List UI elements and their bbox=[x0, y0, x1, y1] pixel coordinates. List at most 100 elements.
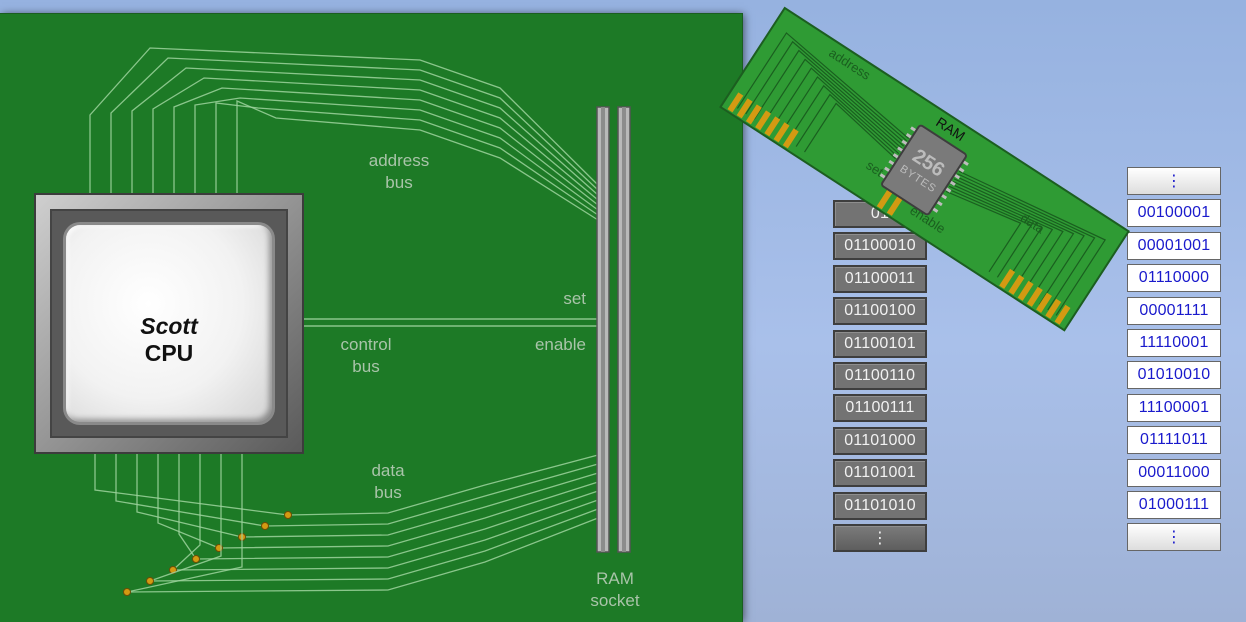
ram-data-contact bbox=[999, 268, 1016, 289]
data-bus-trace bbox=[195, 490, 599, 560]
data-bus-trace bbox=[264, 463, 599, 527]
ram-data-trace bbox=[953, 178, 1075, 300]
data-bus-pin bbox=[261, 522, 269, 530]
address-ellipsis: ⋮ bbox=[833, 523, 927, 552]
data-bus-trace bbox=[172, 499, 599, 571]
address-column: 01 01100010 01100011 01100100 01100101 0… bbox=[833, 200, 927, 556]
ram-socket-left-groove bbox=[601, 107, 605, 552]
enable-line-label: enable bbox=[534, 335, 586, 354]
ram-data-contact bbox=[1026, 286, 1043, 307]
ram-data-contact bbox=[1017, 280, 1034, 301]
address-cell: 01100100 bbox=[833, 297, 927, 326]
data-bus-pin bbox=[192, 555, 200, 563]
cpu-frame: Scott CPU bbox=[50, 209, 288, 438]
cpu-brand: Scott bbox=[140, 313, 198, 339]
cpu-chip: Scott CPU bbox=[36, 195, 302, 452]
ram-data-trace bbox=[958, 170, 1107, 316]
address-cell: 01101001 bbox=[833, 459, 927, 488]
address-cell: 01100110 bbox=[833, 361, 927, 390]
address-bus-trace bbox=[236, 100, 599, 221]
data-cell: 01111011 bbox=[1127, 426, 1221, 455]
ram-data-contact bbox=[1036, 292, 1052, 313]
ram-address-contact bbox=[727, 92, 744, 113]
cpu-model: CPU bbox=[144, 340, 194, 366]
address-cell: 01101010 bbox=[833, 491, 927, 520]
data-bus-trace bbox=[115, 452, 266, 527]
ram-data-trace bbox=[950, 183, 1054, 289]
ram-data-trace bbox=[952, 180, 1064, 294]
ram-address-contact bbox=[764, 116, 781, 137]
ram-address-contact bbox=[745, 104, 762, 125]
data-cell: 00001001 bbox=[1127, 231, 1221, 260]
address-bus-trace bbox=[110, 57, 599, 195]
address-bus-trace bbox=[89, 47, 599, 195]
set-line-label: set bbox=[563, 289, 586, 308]
ram-address-trace bbox=[795, 93, 898, 157]
data-bus-trace bbox=[178, 452, 197, 560]
data-bus-trace bbox=[287, 454, 599, 516]
ram-address-contact bbox=[755, 110, 772, 131]
ram-data-trace bbox=[948, 185, 1043, 284]
data-cell: 01000111 bbox=[1127, 490, 1221, 519]
ram-data-trace bbox=[945, 190, 1022, 273]
address-cell: 01100010 bbox=[833, 232, 927, 261]
ram-address-contact bbox=[773, 122, 790, 143]
data-cell: 01010010 bbox=[1127, 361, 1221, 390]
data-bus-pin bbox=[123, 588, 131, 596]
ram-address-contact bbox=[782, 128, 799, 149]
cpu-die: Scott CPU bbox=[66, 225, 272, 422]
ram-set-contact bbox=[876, 189, 893, 210]
address-bus-trace bbox=[194, 97, 599, 211]
address-bus-trace bbox=[173, 87, 599, 206]
data-bus-trace bbox=[172, 452, 201, 571]
ram-address-trace bbox=[778, 76, 901, 152]
ram-address-trace bbox=[753, 49, 906, 145]
address-cell: 01100111 bbox=[833, 394, 927, 423]
data-cell: 11110001 bbox=[1127, 328, 1221, 357]
ram-chip bbox=[881, 124, 967, 216]
data-bus-pin bbox=[146, 577, 154, 585]
ram-data-trace bbox=[955, 175, 1085, 305]
address-bus-trace bbox=[131, 67, 599, 196]
data-cell: 11100001 bbox=[1127, 393, 1221, 422]
data-bus-pin bbox=[284, 511, 292, 519]
data-cell: 00100001 bbox=[1127, 199, 1221, 228]
ram-address-trace bbox=[745, 40, 908, 142]
data-bus-trace bbox=[136, 452, 243, 538]
data-ellipsis-bottom: ⋮ bbox=[1127, 523, 1221, 552]
data-bus-trace bbox=[126, 517, 599, 593]
data-bus-trace bbox=[149, 508, 599, 582]
ram-address-contact bbox=[736, 98, 753, 119]
data-cell: 00001111 bbox=[1127, 296, 1221, 325]
ram-socket-right-groove bbox=[622, 107, 626, 552]
address-bus-trace bbox=[215, 102, 599, 216]
data-bus-trace bbox=[94, 452, 289, 516]
ram-address-trace bbox=[762, 58, 905, 147]
data-cell: 01110000 bbox=[1127, 264, 1221, 293]
ram-data-contact bbox=[1045, 298, 1062, 319]
address-cell: 01100101 bbox=[833, 329, 927, 358]
ram-data-contact bbox=[1054, 304, 1071, 325]
data-column: ⋮ 00100001 00001001 01110000 00001111 11… bbox=[1127, 167, 1221, 556]
data-ellipsis-top: ⋮ bbox=[1127, 167, 1221, 195]
ram-address-trace bbox=[770, 67, 903, 150]
address-bus-trace bbox=[152, 77, 599, 201]
data-bus-trace bbox=[241, 472, 599, 538]
ram-data-contact bbox=[1008, 274, 1025, 295]
address-cell: 01101000 bbox=[833, 426, 927, 455]
data-cell: 00011000 bbox=[1127, 458, 1221, 487]
ram-address-trace bbox=[736, 32, 910, 140]
data-bus-trace bbox=[126, 452, 243, 593]
ram-enable-contact bbox=[886, 195, 903, 216]
data-bus-trace bbox=[157, 452, 220, 549]
ram-data-trace bbox=[957, 173, 1096, 311]
address-cell: 01100011 bbox=[833, 264, 927, 293]
ram-address-trace bbox=[804, 102, 896, 160]
